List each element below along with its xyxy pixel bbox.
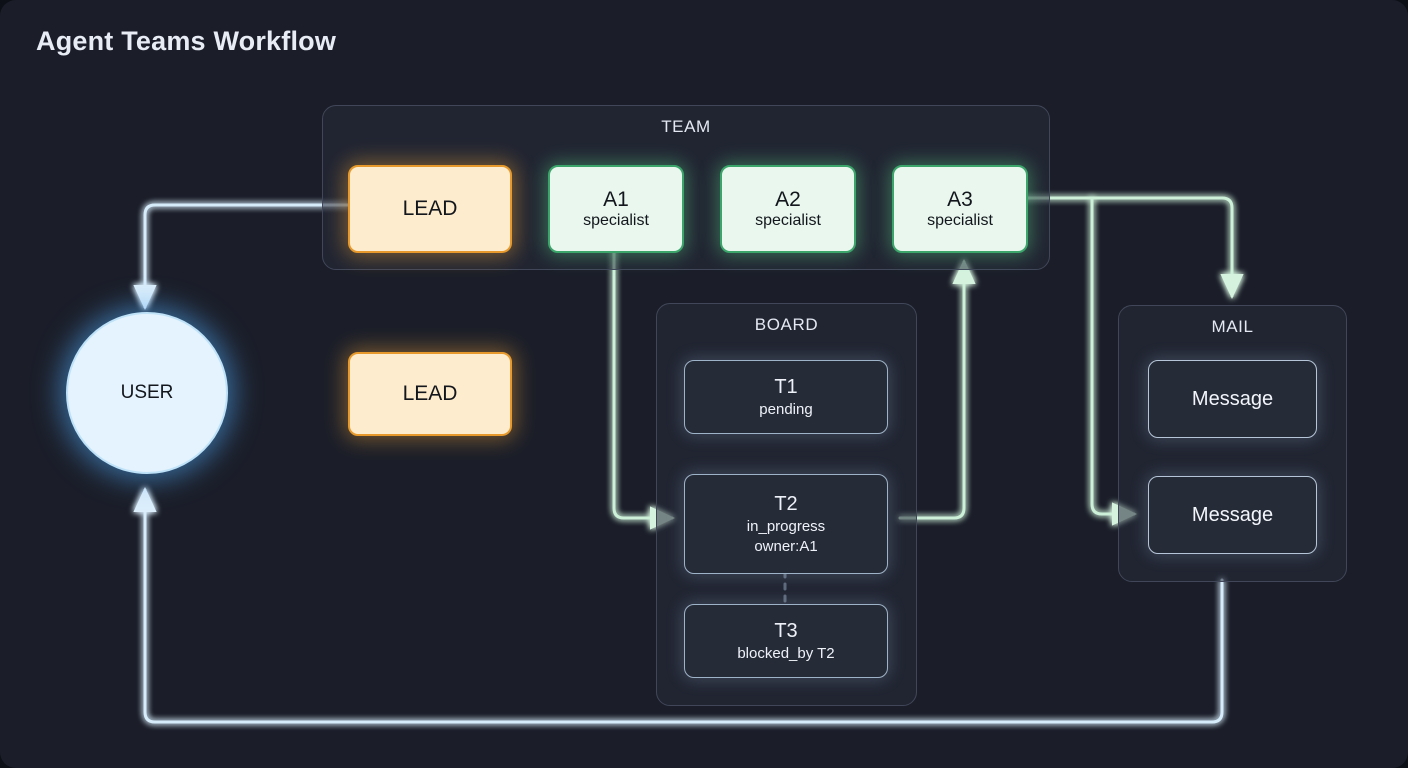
edge-a3-to-mail bbox=[1020, 196, 1244, 299]
node-message-1[interactable]: Message bbox=[1148, 360, 1317, 438]
node-agent-a1-role: specialist bbox=[583, 211, 649, 229]
node-task-t3[interactable]: T3 blocked_by T2 bbox=[684, 604, 888, 678]
node-task-t3-name: T3 bbox=[774, 619, 798, 642]
node-task-t2-owner: owner:A1 bbox=[754, 537, 818, 555]
edge-leadteam-to-user bbox=[133, 203, 350, 310]
node-task-t2[interactable]: T2 in_progress owner:A1 bbox=[684, 474, 888, 574]
node-agent-a2-name: A2 bbox=[775, 187, 801, 211]
node-message-2[interactable]: Message bbox=[1148, 476, 1317, 554]
node-lead-main-label: LEAD bbox=[402, 382, 458, 405]
edge-mail-to-user bbox=[133, 487, 1224, 724]
page-title: Agent Teams Workflow bbox=[36, 26, 337, 56]
node-message-2-label: Message bbox=[1191, 503, 1274, 526]
node-lead-main[interactable]: LEAD bbox=[348, 352, 512, 436]
node-task-t2-name: T2 bbox=[774, 493, 798, 515]
node-user-label: USER bbox=[120, 382, 174, 403]
node-agent-a1-name: A1 bbox=[603, 187, 629, 211]
group-team-label: TEAM bbox=[661, 117, 711, 136]
node-agent-a3[interactable]: A3 specialist bbox=[892, 165, 1028, 253]
edge-a1-to-t2 bbox=[612, 248, 675, 530]
node-agent-a2-role: specialist bbox=[755, 211, 821, 229]
node-task-t3-status: blocked_by T2 bbox=[737, 644, 835, 662]
node-user[interactable]: USER bbox=[66, 312, 228, 474]
edge-a3-to-message bbox=[1090, 196, 1137, 526]
node-lead-team-label: LEAD bbox=[402, 197, 458, 220]
node-task-t1-status: pending bbox=[759, 400, 813, 418]
node-lead-team[interactable]: LEAD bbox=[348, 165, 512, 253]
edge-t2-to-a3 bbox=[898, 259, 976, 520]
group-board-label: BOARD bbox=[754, 315, 819, 334]
node-task-t2-status: in_progress bbox=[746, 518, 826, 535]
group-mail-label: MAIL bbox=[1211, 317, 1254, 336]
node-task-t1-name: T1 bbox=[774, 375, 798, 398]
node-task-t1[interactable]: T1 pending bbox=[684, 360, 888, 434]
node-message-1-label: Message bbox=[1191, 387, 1274, 410]
node-agent-a1[interactable]: A1 specialist bbox=[548, 165, 684, 253]
node-agent-a2[interactable]: A2 specialist bbox=[720, 165, 856, 253]
node-agent-a3-role: specialist bbox=[927, 211, 993, 229]
node-agent-a3-name: A3 bbox=[947, 187, 973, 211]
